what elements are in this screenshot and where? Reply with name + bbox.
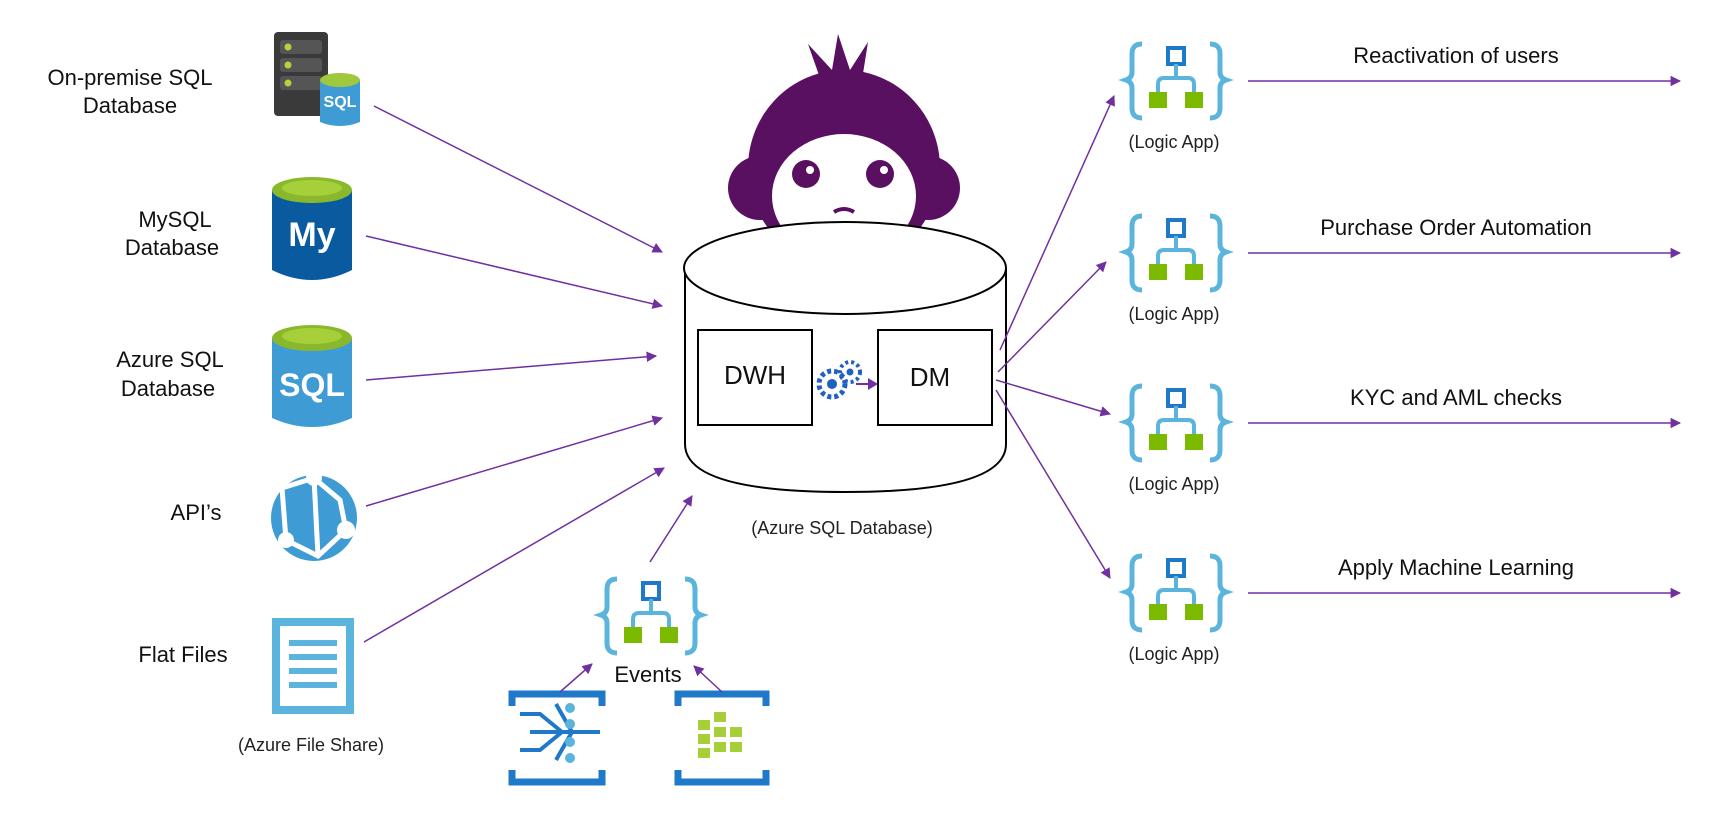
logic-app-caption: (Logic App) [1128, 474, 1219, 494]
logic-app-caption: (Logic App) [1128, 644, 1219, 664]
source-label-line: Database [121, 376, 215, 401]
arrow-db-to-logicapp-2 [997, 261, 1107, 373]
events-label: Events [614, 662, 681, 687]
database-caption: (Azure SQL Database) [751, 518, 932, 538]
output-arrows-from-db [995, 95, 1115, 579]
arrow-eventgrid-to-events [559, 663, 593, 693]
source-on-premise-sql: On-premise SQL Database SQL [47, 32, 360, 126]
arrow-db-to-logicapp-4 [995, 389, 1111, 579]
azure-sql-database-icon: SQL [272, 325, 352, 427]
events-arrows [559, 495, 723, 693]
on-premise-sql-server-icon: SQL [274, 32, 360, 126]
flat-file-icon [272, 618, 354, 714]
output-title: Reactivation of users [1353, 43, 1558, 68]
source-label-line: Database [125, 235, 219, 260]
source-label-line: Azure SQL [116, 347, 224, 372]
output-item: (Logic App) KYC and AML checks [1118, 383, 1682, 494]
output-item: (Logic App) Purchase Order Automation [1118, 213, 1682, 324]
source-label-line: Database [83, 93, 177, 118]
logic-app-icon [1118, 553, 1234, 633]
source-azure-sql: Azure SQL Database SQL [116, 325, 352, 427]
logic-app-caption: (Logic App) [1128, 304, 1219, 324]
events-group: Events [508, 495, 770, 786]
arrow-eventhubs-to-events [693, 665, 723, 693]
source-mysql: MySQL Database My [125, 177, 352, 280]
source-label-line: On-premise SQL [47, 65, 212, 90]
source-apis: API’s [171, 470, 357, 561]
svg-text:SQL: SQL [279, 367, 345, 403]
output-title: KYC and AML checks [1350, 385, 1562, 410]
svg-text:SQL: SQL [324, 94, 357, 111]
output-title: Purchase Order Automation [1320, 215, 1591, 240]
arrow-db-to-logicapp-3 [995, 379, 1112, 417]
source-label-line: API’s [171, 500, 222, 525]
dwh-label: DWH [724, 360, 786, 390]
arrow-azuresql-to-db [365, 351, 658, 381]
dm-box [877, 329, 993, 426]
api-globe-icon [271, 470, 357, 561]
output-item: (Logic App) Reactivation of users [1118, 41, 1682, 152]
source-label-line: MySQL [138, 207, 211, 232]
logic-app-icon [593, 576, 709, 656]
arrow-mysql-to-db [365, 235, 664, 309]
source-label-line: Flat Files [138, 642, 227, 667]
event-grid-icon [508, 690, 606, 786]
output-title: Apply Machine Learning [1338, 555, 1574, 580]
logic-app-caption: (Logic App) [1128, 132, 1219, 152]
output-list: (Logic App)Reactivation of users(Logic A… [1118, 41, 1682, 664]
arrow-events-to-db [649, 495, 693, 563]
logic-app-icon [1118, 383, 1234, 463]
dwh-box [697, 329, 813, 426]
arrow-files-to-db [363, 467, 665, 643]
event-hubs-icon [674, 690, 770, 786]
file-share-caption: (Azure File Share) [238, 735, 384, 755]
output-item: (Logic App) Apply Machine Learning [1118, 553, 1682, 664]
arrow-apis-to-db [365, 415, 664, 507]
logic-app-icon [1118, 41, 1234, 121]
logic-app-icon [1118, 213, 1234, 293]
dm-label: DM [910, 362, 950, 392]
gears-icon [816, 360, 878, 400]
source-arrows [363, 105, 665, 643]
source-flat-files: Flat Files (Azure File Share) [138, 618, 384, 755]
arrow-db-to-logicapp-1 [999, 95, 1115, 351]
azure-sql-database-cylinder: DWH DM (Azure SQL Database) [683, 221, 1007, 538]
arrow-onprem-to-db [373, 105, 663, 253]
mysql-database-icon: My [272, 177, 352, 280]
svg-text:My: My [288, 216, 335, 254]
